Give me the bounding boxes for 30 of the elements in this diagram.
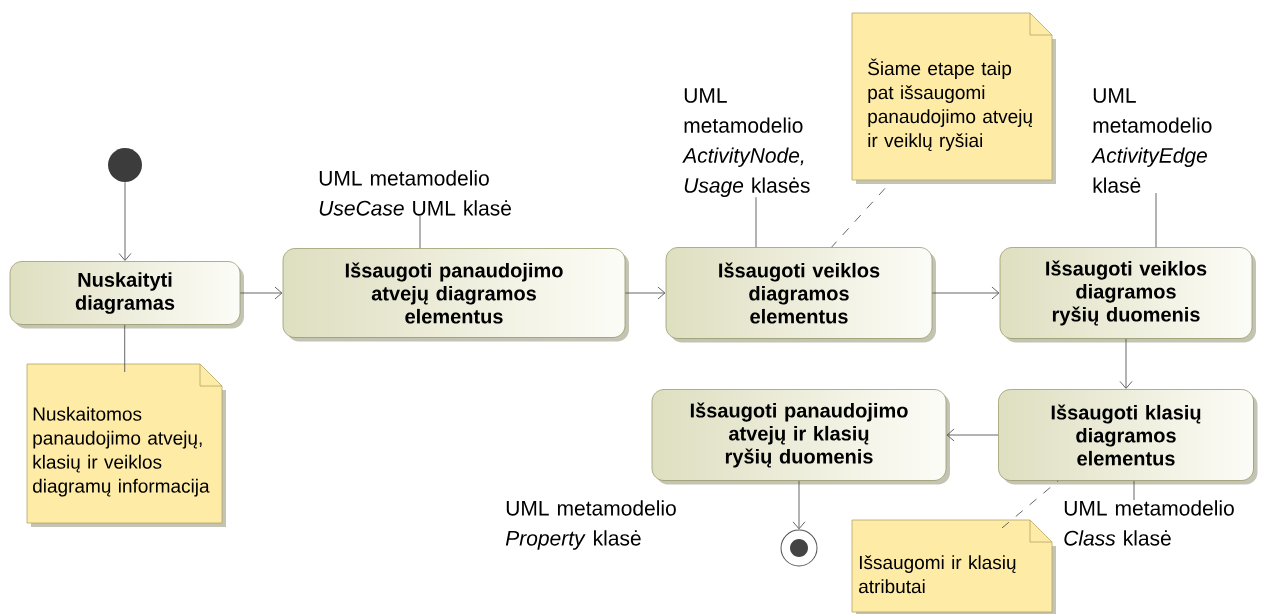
annotation-text: UML metamodelio Property klasė (505, 500, 676, 550)
leader-line (1155, 192, 1157, 248)
action-box: Išsaugoti panaudojimo atvejų ir klasių ryšių duomenis (651, 389, 950, 485)
action-box: Išsaugoti veiklos diagramos ryšių duomenis (999, 247, 1256, 343)
note: Šiame etape taip pat išsaugomi panaudojimo atvejų ir veiklų ryšiai (851, 12, 1056, 184)
action-box: Nuskaityti diagramas (9, 261, 244, 329)
annotation-text: UML metamodelio UseCase UML klasė (319, 170, 511, 216)
arrow (624, 286, 666, 300)
leader-line (1001, 480, 1059, 529)
leader-line (419, 215, 421, 249)
action-box: Išsaugoti klasių diagramos elementus (998, 389, 1258, 485)
annotation-text: UML metamodelio ActivityNode, Usage klasės (682, 88, 810, 197)
note: Išsaugomi ir klasių atributai (851, 519, 1056, 614)
arrow (931, 286, 1000, 300)
arrow (118, 181, 132, 261)
action-box: Išsaugoti panaudojimo atvejų diagramos elementus (282, 248, 629, 342)
arrow (1119, 338, 1133, 389)
note: Nuskaitomos panaudojimo atvejų, klasių ir veiklos diagramų informacija (26, 363, 226, 527)
initial-node (108, 148, 142, 182)
action-box: Išsaugoti veiklos diagramos elementus (665, 247, 936, 343)
arrow (946, 428, 999, 442)
leader-line (755, 196, 757, 248)
arrow (239, 286, 283, 300)
annotation-text: UML metamodelio ActivityEdge klasė (1091, 88, 1212, 193)
arrow (792, 480, 806, 530)
annotation-text: UML metamodelio Class klasė (1064, 500, 1234, 546)
final-node (780, 529, 818, 567)
leader-line (124, 324, 126, 373)
leader-line (831, 187, 886, 248)
leader-line (1133, 480, 1135, 501)
